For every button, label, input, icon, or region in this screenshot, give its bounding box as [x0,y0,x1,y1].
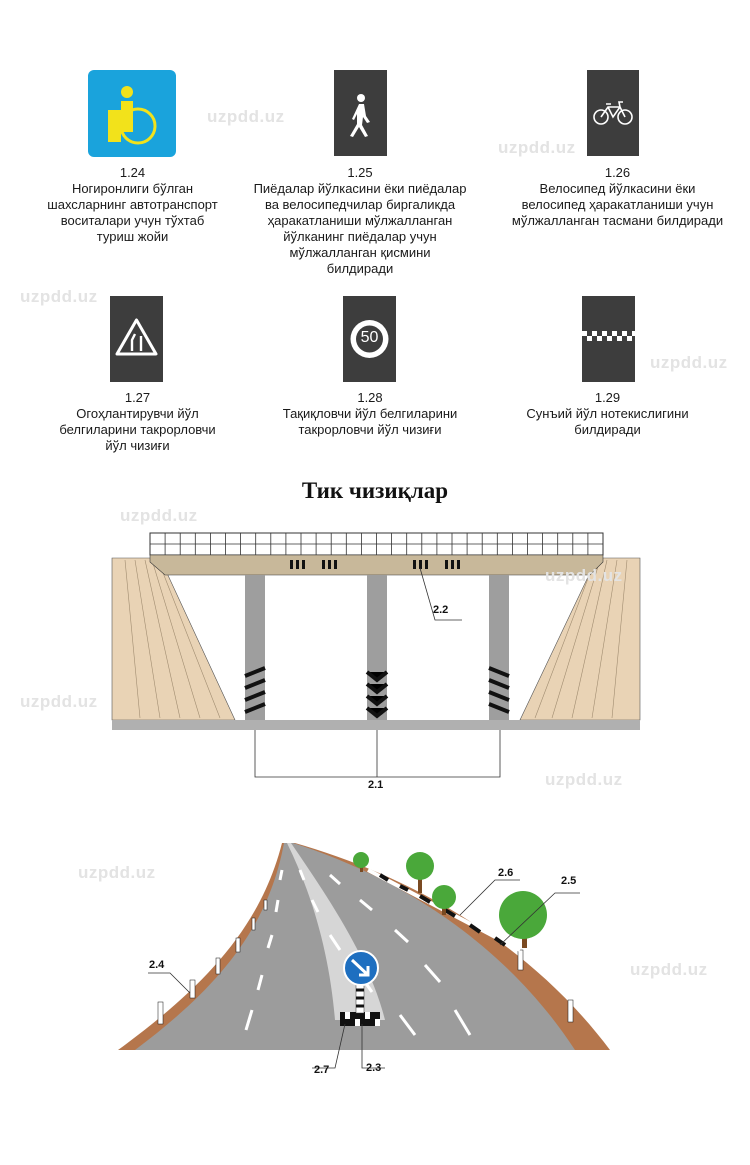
watermark: uzpdd.uz [20,692,98,711]
caption-line: туриш жойи [96,229,169,244]
label-2-6: 2.6 [498,867,514,879]
caption-line: 1.24 [119,165,146,180]
caption-line: воситалари учун тўхтаб [60,213,205,228]
caption-line: мўлжалланган қисмини [289,245,431,260]
watermark: uzpdd.uz [78,863,156,882]
sign-1-27 [110,296,163,382]
speed-limit-value: 50 [360,329,379,346]
watermark: uzpdd.uz [498,138,576,157]
sign-1-29 [582,296,635,382]
caption-line: билдиради [326,261,394,276]
caption-line: ҳаракатланиши мўлжалланган [267,213,453,228]
label-2-3: 2.3 [366,1062,382,1074]
bridge-beam [149,554,604,576]
watermark: uzpdd.uz [545,770,623,789]
caption-line: 1.27 [124,390,151,405]
road-diagram [118,843,610,1069]
caption-line: Сунъий йўл нотекислигини [526,406,689,421]
speed-limit-icon [350,320,389,358]
label-2-7: 2.7 [314,1064,330,1076]
wheelchair-icon [108,86,157,145]
caption-line: 1.26 [604,165,631,180]
pillar-stripes [244,666,510,719]
caption-line: белгиларини такрорловчи [59,422,216,437]
caption-line: шахсларнинг автотранспорт [47,197,218,212]
caption-line: мўлжалланган тасмани билдиради [511,213,724,228]
caption-line: ва велосипедчилар биргаликда [264,197,456,212]
caption-line: 1.29 [594,390,621,405]
watermark: uzpdd.uz [207,107,285,126]
trees [353,852,547,948]
caption-line: йўлканинг пиёдалар учун [283,229,437,244]
beam-markings [290,560,460,569]
sign-1-25 [334,70,387,156]
label-2-2: 2.2 [433,604,449,616]
roadside-posts [157,899,574,1025]
pedestrian-icon [350,94,370,137]
sign-1-26 [587,70,639,156]
checkered-strip-icon [582,331,635,341]
watermark: uzpdd.uz [120,506,198,525]
warning-triangle-icon [115,318,158,356]
caption-line: Велосипед йўлкасини ёки [539,181,696,196]
caption-line: Тақиқловчи йўл белгиларини [282,406,458,421]
watermark: uzpdd.uz [630,960,708,979]
section-title: Тик чизиқлар [301,478,449,503]
sign-1-24 [88,70,176,157]
caption-line: Ногиронлиги бўлган [71,181,194,196]
caption-line: Огоҳлантирувчи йўл [76,406,199,421]
caption-line: 1.28 [357,390,383,405]
watermark: uzpdd.uz [20,287,98,306]
caption-line: 1.25 [347,165,373,180]
label-2-5: 2.5 [561,875,577,887]
label-2-1: 2.1 [368,779,384,791]
label-2-4: 2.4 [149,959,165,971]
caption-line: йўл чизиғи [105,438,170,453]
bicycle-icon [593,101,633,125]
caption-line: Пиёдалар йўлкасини ёки пиёдалар [253,181,467,196]
sign-1-28: 50 [343,296,396,382]
watermark: uzpdd.uz [650,353,728,372]
watermark: uzpdd.uz [545,566,623,585]
bridge-diagram [111,532,641,778]
caption-line: велосипед ҳаракатланиши учун [521,197,714,212]
caption-line: такрорловчи йўл чизиғи [298,422,442,437]
caption-line: билдиради [574,422,641,437]
